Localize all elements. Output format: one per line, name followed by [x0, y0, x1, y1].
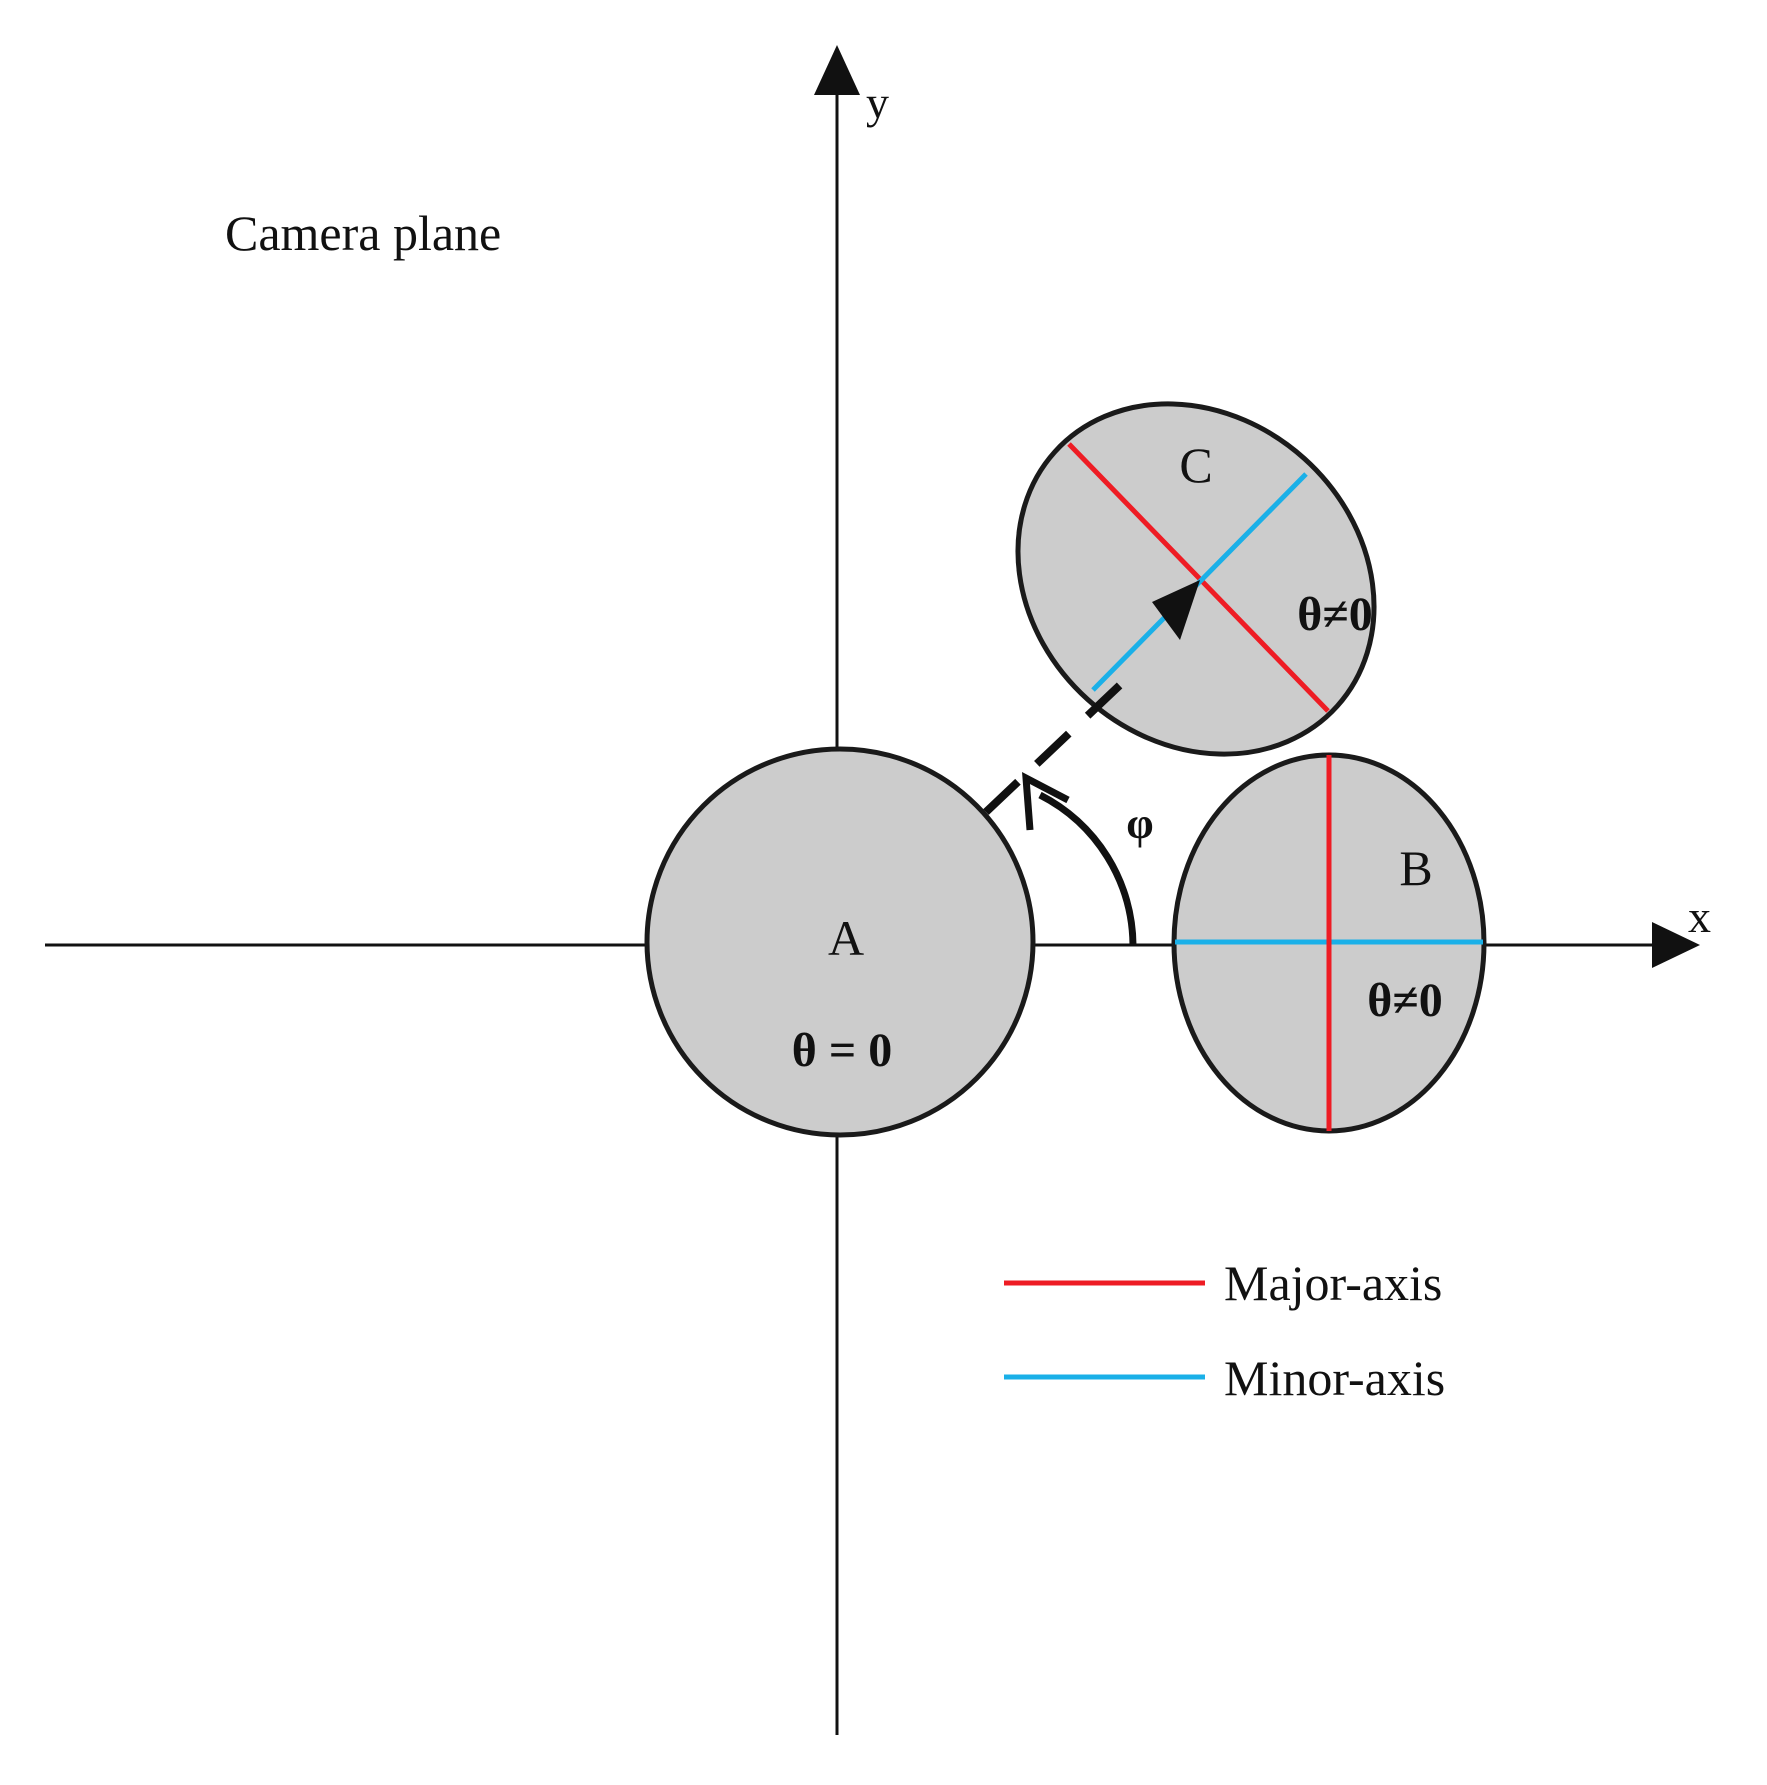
- ellipse-c-major-axis: [1067, 442, 1330, 713]
- ellipse-c-shape: [1015, 401, 1377, 757]
- circle-a: A θ = 0: [644, 746, 1036, 1138]
- legend-major-axis-label: Major-axis: [1224, 1255, 1442, 1311]
- phi-label: φ: [1126, 799, 1153, 848]
- ellipse-b-label: B: [1399, 840, 1432, 896]
- rotation-direction-arrowhead: [1152, 580, 1200, 640]
- camera-plane-label: Camera plane: [225, 205, 501, 261]
- circle-a-condition: θ = 0: [792, 1024, 892, 1077]
- ellipse-c-condition: θ≠0: [1297, 588, 1372, 641]
- ellipse-c-minor-axis: [1091, 472, 1308, 692]
- rotation-direction: [983, 580, 1200, 815]
- phi-arc: [1038, 791, 1137, 946]
- circle-a-label: A: [828, 910, 864, 966]
- ellipse-b-condition: θ≠0: [1367, 974, 1442, 1027]
- circle-a-shape: [644, 746, 1036, 1138]
- phi-angle-indicator: φ: [1022, 771, 1154, 946]
- x-axis-arrowhead: [1652, 922, 1700, 968]
- legend-minor-axis-label: Minor-axis: [1224, 1350, 1445, 1406]
- x-axis-label: x: [1688, 891, 1711, 942]
- phi-arrowhead: [1022, 771, 1070, 831]
- ellipse-c: C θ≠0: [1015, 401, 1377, 757]
- rotation-dashed-line: [983, 665, 1141, 815]
- ellipse-c-label: C: [1179, 437, 1212, 493]
- legend: Major-axis Minor-axis: [1004, 1255, 1445, 1406]
- ellipse-b: B θ≠0: [1171, 752, 1487, 1134]
- y-axis-label: y: [866, 77, 889, 128]
- y-axis-arrowhead: [814, 45, 860, 95]
